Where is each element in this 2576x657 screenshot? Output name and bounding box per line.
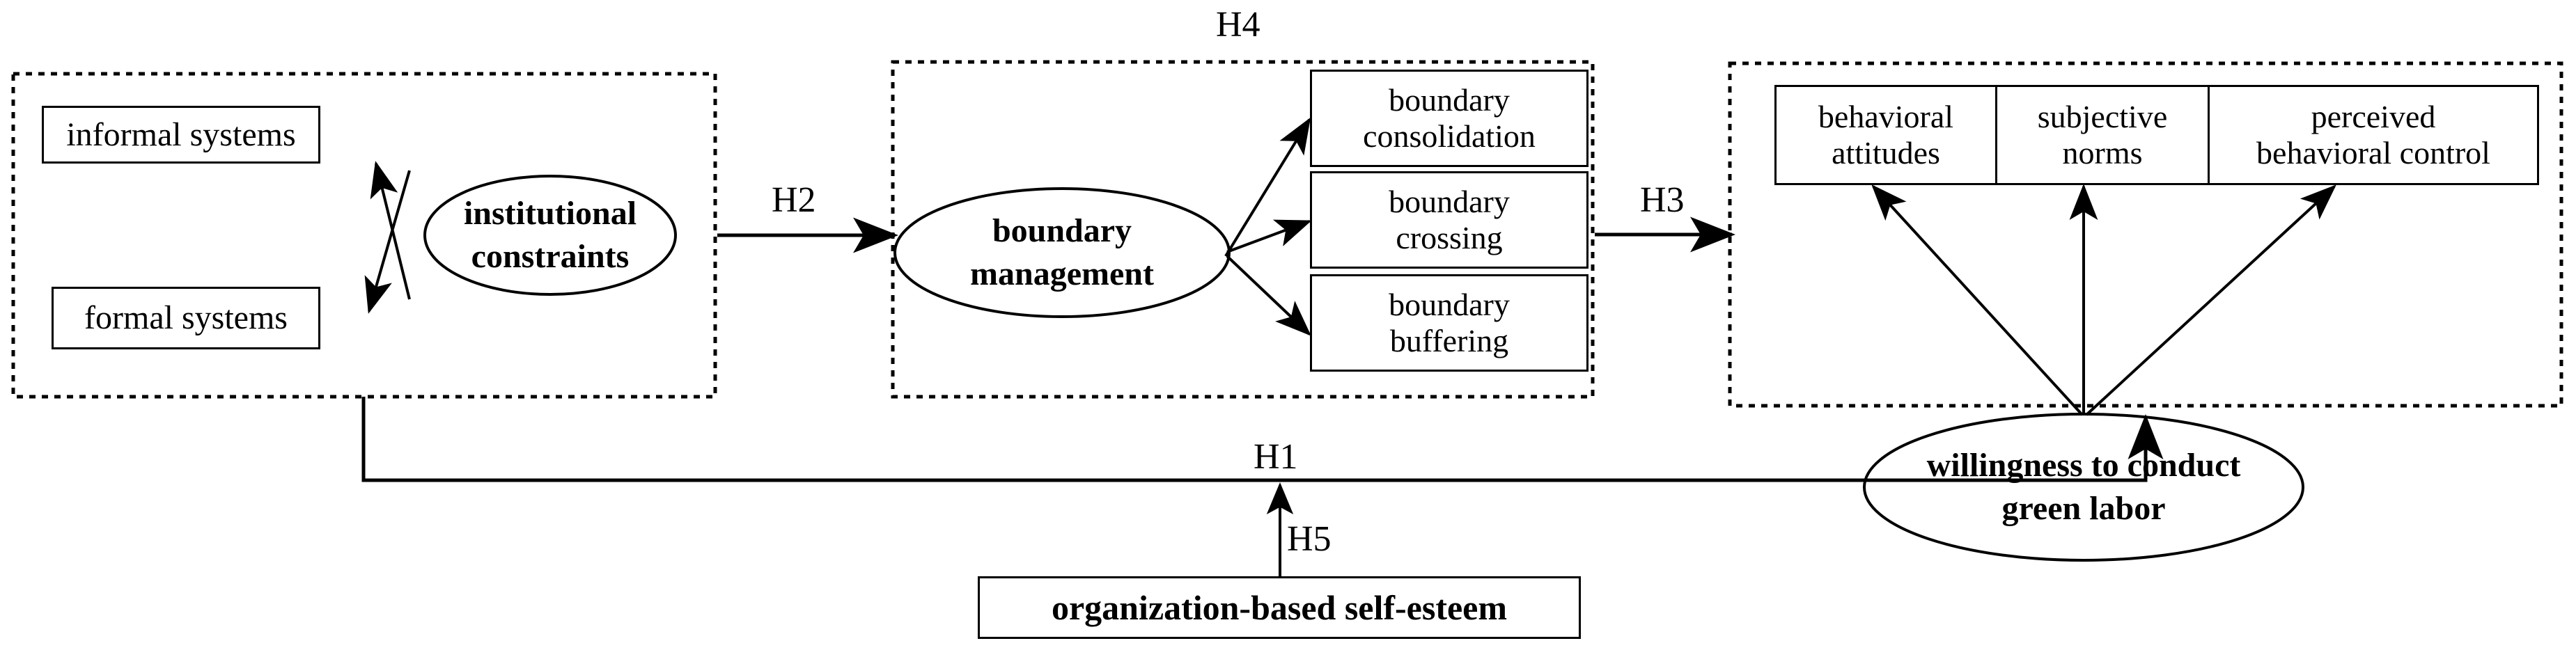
node-perceived-behavioral-control[interactable]: perceived behavioral control	[2208, 85, 2539, 185]
boundary-consolidation-line1: boundary	[1389, 82, 1510, 118]
node-boundary-consolidation[interactable]: boundary consolidation	[1310, 70, 1588, 167]
group-box-boundary	[891, 60, 1595, 399]
node-behavioral-attitudes[interactable]: behavioral attitudes	[1774, 85, 1997, 185]
boundary-consolidation-line2: consolidation	[1363, 118, 1536, 154]
label-boundary-management: boundary management	[923, 209, 1201, 296]
label-willingness: willingness to conduct green labor	[1875, 442, 2293, 532]
label-institutional-constraints: institutional constraints	[425, 193, 676, 277]
node-subjective-norms[interactable]: subjective norms	[1995, 85, 2210, 185]
path-h1	[361, 397, 2164, 482]
hypothesis-label-h3: H3	[1640, 180, 1685, 220]
node-boundary-buffering[interactable]: boundary buffering	[1310, 274, 1588, 372]
subjective-norms-line2: norms	[2062, 135, 2143, 171]
subjective-norms-line1: subjective	[2037, 99, 2168, 135]
hypothesis-label-h1: H1	[1254, 437, 1298, 477]
willingness-line2: green labor	[2001, 490, 2166, 527]
boundary-crossing-line2: crossing	[1396, 220, 1503, 255]
behavioral-attitudes-line2: attitudes	[1832, 135, 1940, 171]
node-formal-systems[interactable]: formal systems	[52, 287, 320, 349]
group-box-tpb	[1728, 61, 2563, 408]
arrow-ic-to-formal	[364, 170, 411, 314]
node-boundary-crossing[interactable]: boundary crossing	[1310, 171, 1588, 269]
institutional-constraints-line2: constraints	[471, 238, 630, 275]
boundary-crossing-line1: boundary	[1389, 184, 1510, 220]
group-box-institutional	[11, 72, 717, 399]
perceived-behavioral-control-line1: perceived	[2311, 99, 2436, 135]
arrow-bm-to-crossing	[1226, 219, 1312, 253]
node-informal-systems[interactable]: informal systems	[42, 106, 320, 164]
boundary-management-line1: boundary	[992, 212, 1132, 249]
arrow-bm-to-consolidation	[1224, 117, 1311, 258]
hypothesis-label-h2: H2	[772, 180, 816, 220]
arrow-willingness-to-control	[2085, 184, 2336, 416]
perceived-behavioral-control-line2: behavioral control	[2256, 135, 2490, 171]
hypothesis-label-h5: H5	[1287, 519, 1332, 559]
institutional-constraints-line1: institutional	[463, 194, 637, 232]
willingness-line1: willingness to conduct	[1926, 446, 2241, 484]
ellipse-institutional-constraints	[423, 175, 677, 296]
boundary-buffering-line2: buffering	[1389, 323, 1509, 358]
boundary-management-line2: management	[970, 255, 1154, 292]
arrow-willingness-to-attitudes	[1871, 184, 2084, 416]
boundary-buffering-line1: boundary	[1389, 287, 1510, 323]
behavioral-attitudes-line1: behavioral	[1818, 99, 1954, 135]
arrow-bm-to-buffering	[1226, 255, 1311, 336]
group-label-h4: H4	[1216, 5, 1260, 45]
node-organization-based-self-esteem[interactable]: organization-based self-esteem	[978, 576, 1581, 639]
